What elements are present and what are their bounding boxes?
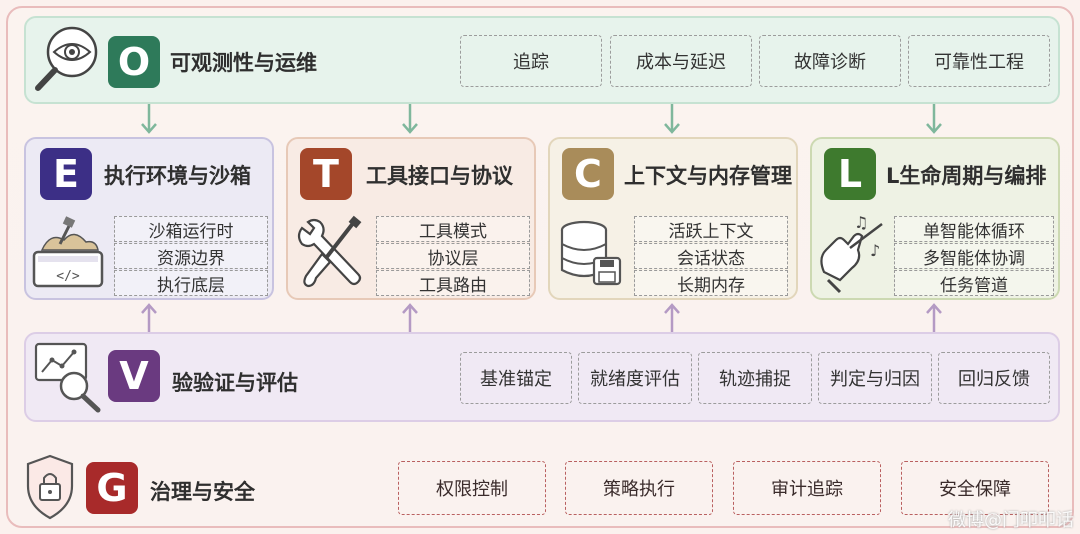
observability-title: 可观测性与运维 xyxy=(170,51,317,75)
wrench-screwdriver-icon xyxy=(297,215,362,288)
arrow-up-icon xyxy=(926,303,942,333)
watermark: 微博@门叩叩话 xyxy=(948,510,1074,531)
magnifier-eye-icon xyxy=(35,26,98,91)
svg-text:</>: </> xyxy=(56,269,80,284)
card-l-letter-badge: L xyxy=(824,148,876,200)
card-c-item-long-term-memory: 长期内存 xyxy=(634,270,788,296)
ver-tag-readiness-assessment: 就绪度评估 xyxy=(578,352,692,404)
observability-band xyxy=(24,16,1060,104)
obs-tag-reliability-engineering: 可靠性工程 xyxy=(908,35,1050,87)
card-c-item-active-context: 活跃上下文 xyxy=(634,216,788,242)
arrow-up-icon xyxy=(141,303,157,333)
card-t-letter-badge: T xyxy=(300,148,352,200)
database-save-icon xyxy=(560,220,622,286)
card-l-item-single-agent-loop: 单智能体循环 xyxy=(894,216,1054,242)
ver-tag-benchmark-anchoring: 基准锚定 xyxy=(460,352,572,404)
card-t-title: 工具接口与协议 xyxy=(366,164,513,188)
gov-tag-policy-enforcement: 策略执行 xyxy=(565,461,713,515)
obs-tag-cost-latency: 成本与延迟 xyxy=(610,35,752,87)
arrow-down-icon xyxy=(141,104,157,134)
governance-title: 治理与安全 xyxy=(150,480,255,504)
verification-band xyxy=(24,332,1060,422)
arrow-down-icon xyxy=(664,104,680,134)
card-t-item-tool-schema: 工具模式 xyxy=(376,216,530,242)
card-c-letter-badge: C xyxy=(562,148,614,200)
card-e-item-resource-boundary: 资源边界 xyxy=(114,243,268,269)
card-e-item-execution-substrate: 执行底层 xyxy=(114,270,268,296)
svg-text:♫: ♫ xyxy=(854,214,868,232)
ver-tag-regression-feedback: 回归反馈 xyxy=(938,352,1050,404)
card-e-letter-badge: E xyxy=(40,148,92,200)
card-e-item-sandbox-runtime: 沙箱运行时 xyxy=(114,216,268,242)
card-l-item-task-pipeline: 任务管道 xyxy=(894,270,1054,296)
conductor-hand-icon: ♫ ♪ xyxy=(820,214,883,294)
card-c-item-session-state: 会话状态 xyxy=(634,243,788,269)
gov-tag-audit-trail: 审计追踪 xyxy=(733,461,881,515)
svg-text:♪: ♪ xyxy=(870,241,880,260)
arrow-down-icon xyxy=(402,104,418,134)
monitor-magnifier-icon xyxy=(34,342,101,413)
card-t-item-tool-routing: 工具路由 xyxy=(376,270,530,296)
governance-letter-badge: G xyxy=(86,462,138,514)
sandbox-box-icon: </> xyxy=(32,216,104,288)
card-l-item-multi-agent-coordination: 多智能体协调 xyxy=(894,243,1054,269)
gov-tag-access-control: 权限控制 xyxy=(398,461,546,515)
shield-lock-icon xyxy=(26,454,74,520)
arrow-down-icon xyxy=(926,104,942,134)
arrow-up-icon xyxy=(664,303,680,333)
arrow-up-icon xyxy=(402,303,418,333)
observability-letter-badge: O xyxy=(108,36,160,88)
card-e-title: 执行环境与沙箱 xyxy=(104,164,251,188)
ver-tag-judgment-attribution: 判定与归因 xyxy=(818,352,932,404)
ver-tag-trajectory-capture: 轨迹捕捉 xyxy=(698,352,812,404)
verification-letter-badge: V xyxy=(108,350,160,402)
card-t-item-protocol-layer: 协议层 xyxy=(376,243,530,269)
gov-tag-safety-assurance: 安全保障 xyxy=(901,461,1049,515)
obs-tag-fault-diagnosis: 故障诊断 xyxy=(759,35,901,87)
obs-tag-tracing: 追踪 xyxy=(460,35,602,87)
verification-title: 验验证与评估 xyxy=(172,371,298,395)
card-c-title: 上下文与内存管理 xyxy=(624,164,792,188)
card-l-title: L生命周期与编排 xyxy=(886,164,1047,188)
